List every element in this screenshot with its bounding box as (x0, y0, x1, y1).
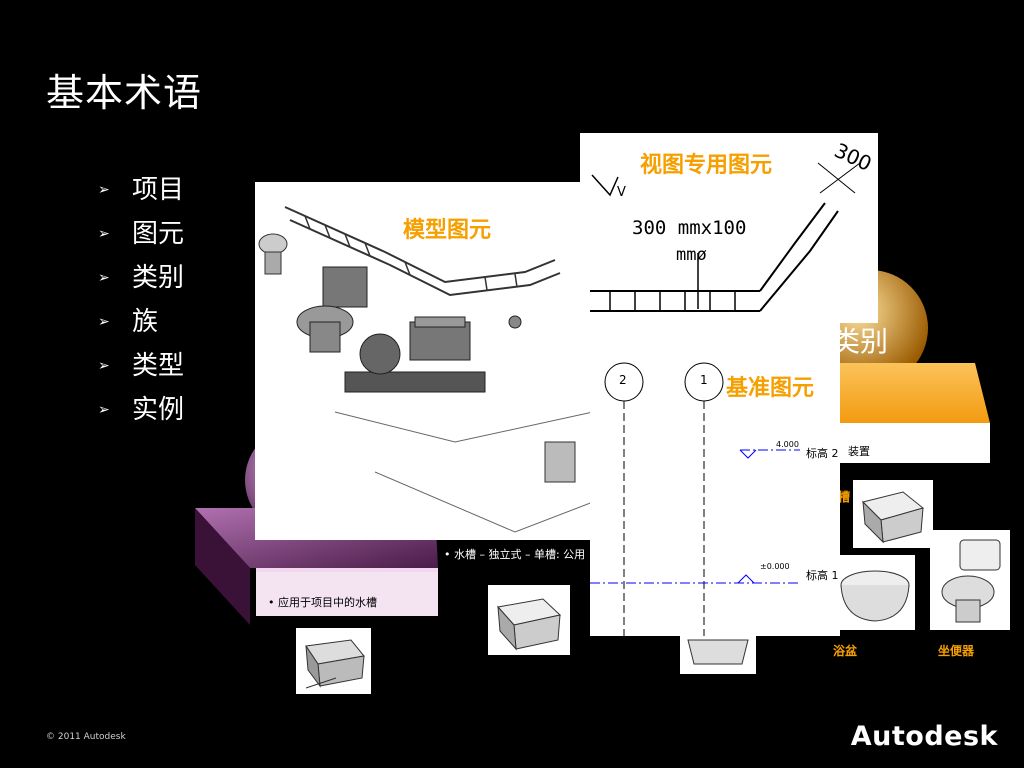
level-2-value: 4.000 (776, 440, 799, 449)
arrow-bullet-icon: ➢ (98, 182, 110, 198)
autodesk-logo: Autodesk (850, 721, 998, 752)
arrow-bullet-icon: ➢ (98, 358, 110, 374)
view-specific-illustration (590, 162, 861, 312)
arrow-bullet-icon: ➢ (98, 226, 110, 242)
slide-title: 基本术语 (46, 71, 203, 115)
level-1-value: ±0.000 (760, 562, 790, 571)
family-project-caption: • 应用于项目中的水槽 (268, 596, 377, 609)
level-2-suffix: 装置 (848, 443, 870, 459)
dimension-text-2: mmø (676, 245, 707, 265)
datum-elements-illustration (590, 362, 800, 636)
arrow-bullet-icon: ➢ (98, 402, 110, 418)
list-item: ➢类别 (98, 263, 185, 293)
sink-image (296, 628, 371, 694)
terminology-list: ➢项目 ➢图元 ➢类别 ➢族 ➢类型 ➢实例 (98, 168, 184, 432)
copyright-text: © 2011 Autodesk (46, 732, 126, 742)
grid-label-1: 1 (700, 373, 708, 387)
dimension-text: 300 mmx100 (632, 217, 747, 239)
category-label: 类别 (832, 325, 889, 358)
sink-label: 槽 (838, 490, 851, 504)
model-elements-label: 模型图元 (403, 218, 492, 243)
view-specific-card: V 300 mmx100 mmø 300 视图专用图元 (580, 133, 878, 323)
toilet-label: 坐便器 (938, 644, 975, 658)
view-specific-label: 视图专用图元 (640, 153, 773, 178)
arrow-bullet-icon: ➢ (98, 314, 110, 330)
level-1-name: 标高 1 (806, 569, 839, 582)
toilet-image (930, 530, 1010, 630)
sink-family-caption: • 水槽 – 独立式 – 单槽: 公用 (444, 548, 586, 561)
model-elements-illustration (258, 206, 593, 533)
level-2-name: 标高 2 (806, 447, 839, 460)
datum-elements-card: 2 1 4.000 标高 2 ±0.000 标高 1 基准图元 (590, 318, 840, 636)
v-mark: V (617, 185, 626, 200)
family-caption-box: • 应用于项目中的水槽 (256, 572, 438, 616)
model-elements-card: 模型图元 (255, 182, 593, 540)
arrow-bullet-icon: ➢ (98, 270, 110, 286)
list-item: ➢图元 (98, 219, 185, 249)
list-item: ➢项目 (98, 175, 185, 205)
bathtub-image (835, 555, 915, 630)
datum-elements-label: 基准图元 (726, 376, 815, 401)
list-item: ➢族 (98, 307, 159, 337)
grid-label-2: 2 (619, 373, 627, 387)
list-item: ➢类型 (98, 351, 185, 381)
sink-image (680, 630, 756, 674)
list-item: ➢实例 (98, 395, 185, 425)
sink-image (853, 480, 933, 548)
bathtub-label: 浴盆 (833, 644, 858, 658)
sink-image (488, 585, 570, 655)
